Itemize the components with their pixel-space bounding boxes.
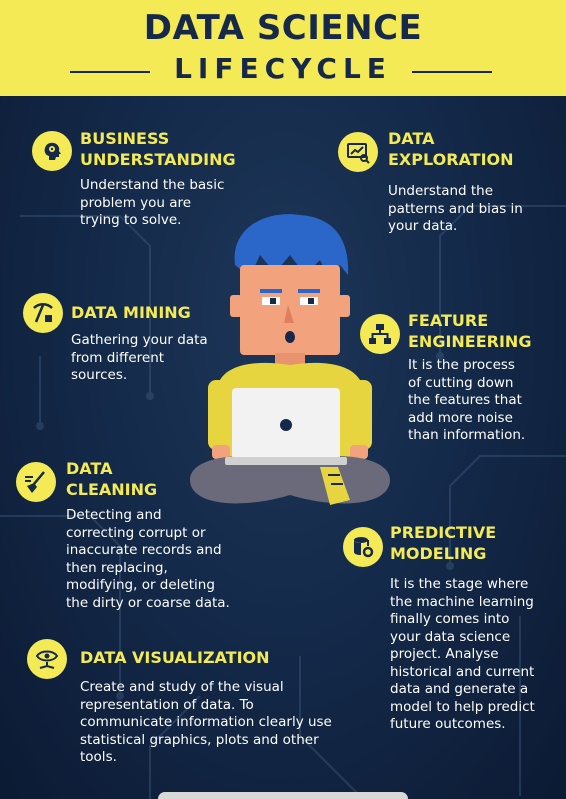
header-banner: DATA SCIENCE LIFECYCLE xyxy=(0,0,566,96)
database-gear-icon xyxy=(343,527,383,567)
predictive-description: It is the stage where the machine learni… xyxy=(390,576,535,732)
feature-heading-line2: ENGINEERING xyxy=(408,332,532,351)
exploration-description: Understand the patterns and bias in your… xyxy=(388,183,523,234)
cleaning-description: Detecting and correcting corrupt or inac… xyxy=(66,507,230,611)
mining-heading: DATA MINING xyxy=(71,303,191,322)
business-heading-line1: BUSINESS xyxy=(80,129,170,148)
cleaning-heading-line2: CLEANING xyxy=(66,480,158,499)
feature-description: It is the process of cutting down the fe… xyxy=(408,357,526,443)
visualization-description: Create and study of the visual represent… xyxy=(80,679,332,765)
business-description: Understand the basic problem you are try… xyxy=(80,177,225,228)
page-title: DATA SCIENCE xyxy=(143,8,423,48)
hierarchy-icon xyxy=(360,314,400,354)
business-heading-line2: UNDERSTANDING xyxy=(80,150,236,169)
chart-screen-icon xyxy=(338,132,378,172)
cleaning-heading-line1: DATA xyxy=(66,459,113,478)
mining-description: Gathering your data from different sourc… xyxy=(71,332,208,383)
feature-heading-line1: FEATURE xyxy=(408,311,489,330)
hair xyxy=(234,214,349,280)
page-subtitle: LIFECYCLE xyxy=(174,52,392,85)
person-with-laptop-illustration xyxy=(190,214,390,505)
broom-icon xyxy=(16,462,56,502)
visualization-heading: DATA VISUALIZATION xyxy=(80,648,270,667)
circuit-background xyxy=(0,205,566,799)
eye-network-icon xyxy=(27,639,67,679)
predictive-heading-line1: PREDICTIVE xyxy=(390,523,497,542)
pickaxe-icon xyxy=(23,293,63,333)
title-rule-right xyxy=(412,71,492,73)
exploration-heading-line2: EXPLORATION xyxy=(388,150,514,169)
bottom-indicator xyxy=(158,792,408,799)
predictive-heading-line2: MODELING xyxy=(390,544,487,563)
head-gear-icon xyxy=(32,131,72,171)
head xyxy=(240,265,340,355)
title-rule-left xyxy=(70,71,150,73)
exploration-heading-line1: DATA xyxy=(388,129,435,148)
